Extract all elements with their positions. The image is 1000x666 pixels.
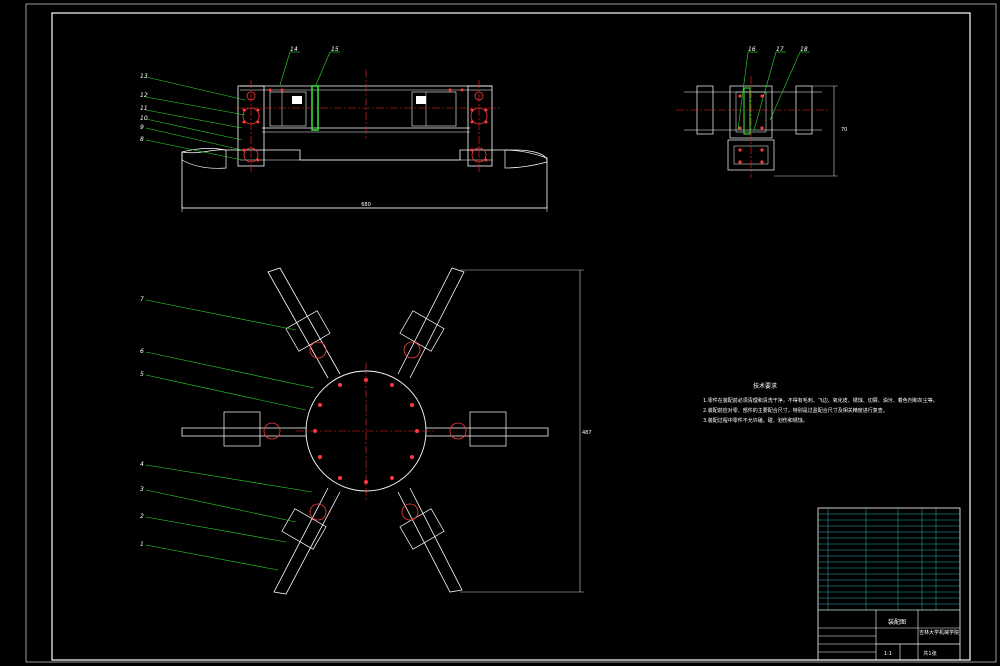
side-height-dimension: 70 [841, 127, 847, 133]
callout-16: 16 [748, 46, 756, 53]
callout-10: 10 [140, 115, 148, 122]
callout-4: 4 [140, 461, 144, 468]
callout-3: 3 [140, 486, 144, 493]
plan-view-callouts [145, 299, 315, 571]
drawing-frame [25, 3, 997, 663]
drawing-name: 装配图 [888, 618, 906, 626]
sheet-count: 共1张 [923, 650, 936, 657]
plan-view: 487 [181, 267, 592, 595]
callout-7: 7 [140, 296, 144, 303]
front-view: 680 [181, 70, 548, 212]
callout-6: 6 [140, 348, 144, 355]
tech-requirement-line-3: 3.装配过程中零件不允许磕、碰、划伤和锈蚀。 [703, 417, 808, 424]
callout-9: 9 [140, 124, 144, 131]
side-view: 70 [676, 76, 847, 178]
tech-requirements-title: 技术要求 [753, 382, 777, 390]
tech-requirement-line-1: 1.零件在装配前必须清理和清洗干净，不得有毛刺、飞边、氧化皮、锈蚀、切屑、油污、… [703, 397, 938, 404]
title-block: 装配图 吉林大学机械学院 1:1 共1张 [817, 507, 961, 661]
school-name: 吉林大学机械学院 [919, 629, 959, 636]
front-width-dimension: 680 [361, 202, 371, 208]
callout-11: 11 [140, 105, 148, 112]
front-view-callouts [145, 51, 340, 161]
technical-requirements: 技术要求 1.零件在装配前必须清理和清洗干净，不得有毛刺、飞边、氧化皮、锈蚀、切… [703, 382, 938, 424]
plan-height-dimension: 487 [582, 430, 592, 436]
side-view-callouts [737, 51, 810, 131]
callout-17: 17 [776, 46, 784, 53]
callout-12: 12 [140, 92, 148, 99]
callout-14: 14 [290, 46, 298, 53]
callout-2: 2 [140, 513, 144, 520]
callout-1: 1 [140, 541, 144, 548]
callout-15: 15 [331, 46, 339, 53]
tech-requirement-line-2: 2.装配前应对零、部件的主要配合尺寸，特别是过盈配合尺寸及相关精度进行复查。 [703, 407, 888, 414]
callout-13: 13 [140, 73, 148, 80]
callout-5: 5 [140, 371, 144, 378]
callout-8: 8 [140, 136, 144, 143]
drawing-scale: 1:1 [884, 651, 892, 657]
callout-18: 18 [800, 46, 808, 53]
